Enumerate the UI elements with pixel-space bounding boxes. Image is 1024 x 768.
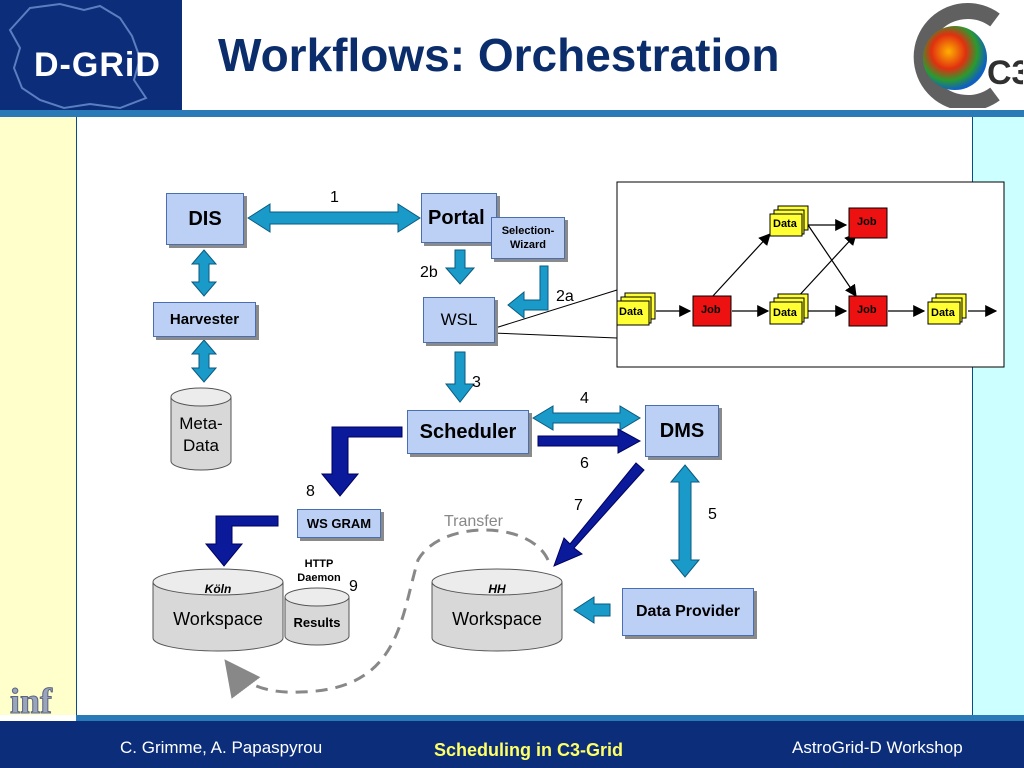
meta-data-cylinder bbox=[170, 387, 232, 471]
koeln-workspace-label: Workspace bbox=[173, 609, 263, 629]
results-label: Results bbox=[293, 615, 341, 630]
inset-job-2 bbox=[848, 207, 888, 239]
inf-logo-text: inf bbox=[10, 682, 53, 718]
footer-title: Scheduling in C3-Grid bbox=[434, 740, 624, 760]
step-label-7: 7 bbox=[574, 497, 583, 514]
data-provider-box: Data Provider bbox=[622, 588, 754, 636]
inset-job-2-label: Job bbox=[857, 216, 877, 228]
callout-line-top bbox=[491, 289, 618, 330]
step-label-2b: 2b bbox=[420, 264, 438, 281]
http-daemon-label: HTTP Daemon bbox=[297, 558, 341, 584]
arrow-dis-portal bbox=[247, 203, 421, 233]
arrow-wizard-wsl bbox=[507, 265, 549, 320]
step-label-8: 8 bbox=[306, 483, 315, 500]
arrow-scheduler-dms bbox=[532, 405, 641, 431]
step-label-3: 3 bbox=[472, 374, 481, 391]
hh-workspace-cylinder bbox=[431, 568, 563, 652]
workflow-inset-frame bbox=[616, 181, 1005, 368]
transfer-path bbox=[224, 528, 550, 699]
inset-data-4 bbox=[927, 293, 967, 325]
arrow-wsgram-koeln bbox=[204, 515, 279, 567]
c3-logo: C3 bbox=[895, 2, 1024, 111]
hh-workspace-label: Workspace bbox=[452, 609, 542, 629]
ws-gram-box: WS GRAM bbox=[297, 509, 381, 538]
transfer-label: Transfer bbox=[444, 513, 503, 530]
arrow-dms-hh bbox=[553, 462, 645, 567]
step-label-1: 1 bbox=[330, 189, 339, 206]
arrow-harvester-metadata bbox=[190, 339, 218, 383]
inf-logo: inf bbox=[8, 681, 68, 722]
d-grid-logo-text: D-GRiD bbox=[34, 46, 161, 84]
step-label-9: 9 bbox=[349, 578, 358, 595]
slide-title: Workflows: Orchestration bbox=[218, 29, 780, 81]
step-label-6: 6 bbox=[580, 455, 589, 472]
d-grid-logo: D-GRiD bbox=[0, 0, 182, 110]
c3-logo-text: C3 bbox=[987, 54, 1023, 92]
step-label-5: 5 bbox=[708, 506, 717, 523]
header-rule bbox=[0, 110, 1024, 117]
inset-arrow-job-data-top bbox=[711, 233, 771, 298]
inset-job-1 bbox=[692, 295, 732, 327]
koeln-workspace-title: Köln bbox=[204, 582, 232, 596]
harvester-box: Harvester bbox=[153, 302, 256, 337]
step-label-4: 4 bbox=[580, 390, 589, 407]
arrow-scheduler-wsgram bbox=[320, 426, 403, 497]
inset-data-1-label: Data bbox=[619, 306, 643, 318]
arrow-dis-harvester bbox=[190, 249, 218, 297]
inset-data-4-label: Data bbox=[931, 307, 955, 319]
hh-workspace-title: HH bbox=[488, 582, 506, 596]
footer-event: AstroGrid-D Workshop bbox=[792, 738, 963, 757]
inset-arrow-data-job-cross2 bbox=[794, 233, 857, 301]
results-cylinder bbox=[284, 587, 350, 646]
inset-data-2-label: Data bbox=[773, 218, 797, 230]
arrow-dataprovider-hh bbox=[573, 596, 611, 624]
dis-box: DIS bbox=[166, 193, 244, 245]
inset-data-1 bbox=[616, 292, 656, 326]
left-band bbox=[0, 117, 77, 715]
inset-job-3 bbox=[848, 295, 888, 327]
portal-box: Portal bbox=[421, 193, 497, 243]
inset-data-3 bbox=[769, 293, 809, 325]
koeln-workspace-cylinder bbox=[152, 568, 284, 652]
inset-data-2 bbox=[769, 205, 809, 237]
meta-data-label: Meta- Data bbox=[179, 414, 223, 455]
inset-job-1-label: Job bbox=[701, 304, 721, 316]
arrow-scheduler-dms-6 bbox=[537, 428, 642, 454]
slide-footer bbox=[0, 721, 1024, 768]
callout-line-bottom bbox=[491, 332, 618, 339]
arrow-portal-wsl bbox=[444, 249, 476, 285]
step-label-2a: 2a bbox=[556, 288, 574, 305]
inset-job-3-label: Job bbox=[857, 304, 877, 316]
scheduler-box: Scheduler bbox=[407, 410, 529, 454]
footer-authors: C. Grimme, A. Papaspyrou bbox=[120, 738, 323, 757]
selection-wizard-box: Selection- Wizard bbox=[491, 217, 565, 259]
wsl-box: WSL bbox=[423, 297, 495, 343]
inset-data-3-label: Data bbox=[773, 307, 797, 319]
dms-box: DMS bbox=[645, 405, 719, 457]
footer-rule bbox=[76, 715, 1024, 721]
arrow-wsl-scheduler bbox=[444, 351, 476, 403]
arrow-dms-dataprovider bbox=[669, 464, 701, 578]
